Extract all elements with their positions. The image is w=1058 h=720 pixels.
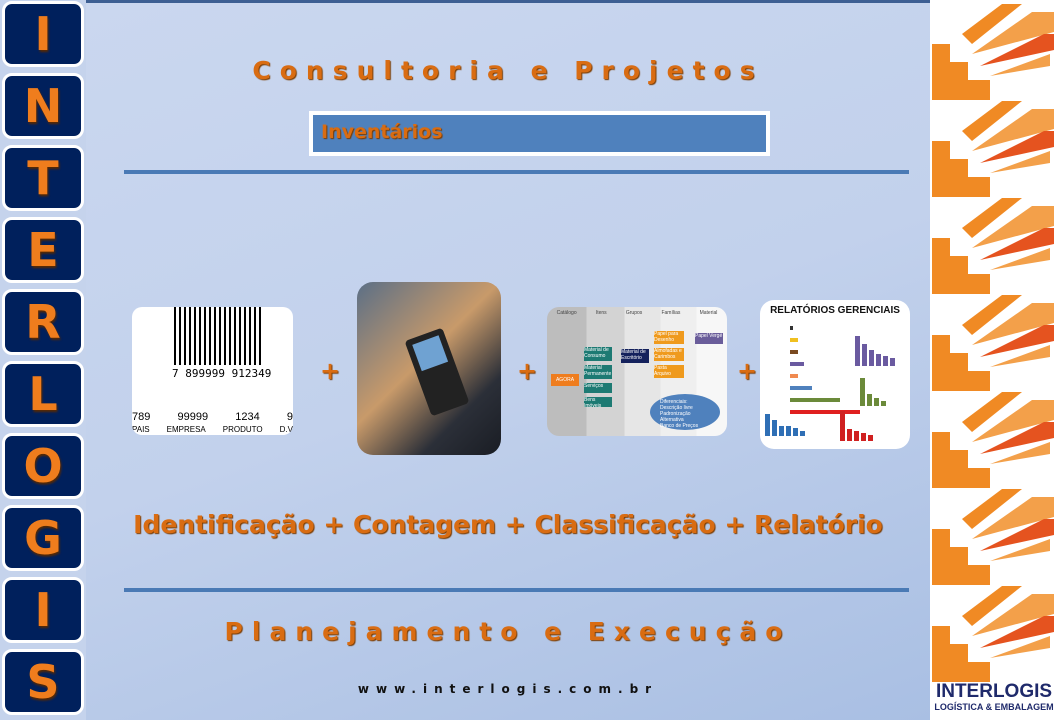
footer-subtitle: Planejamento e Execução [224, 617, 792, 646]
report-bar [869, 350, 874, 366]
node-group: Material de Escritório [621, 349, 649, 363]
letter-tile: E [2, 217, 84, 283]
report-bar [881, 401, 886, 406]
report-bar [790, 350, 798, 354]
interlogis-letter-column: I N T E R L O G I S [0, 0, 86, 720]
letter-tile: N [2, 73, 84, 139]
report-bar [861, 433, 866, 441]
node-family: Papel para Desenho [654, 331, 684, 344]
barcode-caption: PRODUTO [222, 425, 263, 434]
brand-tagline: LOGÍSTICA & EMBALAGEM [934, 702, 1054, 712]
node-item: Bens Imóveis [584, 397, 612, 409]
classification-diagram: Catálogo Itens Grupos Famílias Material AGOR… [547, 307, 727, 436]
column-header: Catálogo [556, 310, 577, 316]
brand-logo-text: INTERLOGIS LOGÍSTICA & EMBALAGEM [930, 681, 1058, 713]
column-header: Grupos [625, 310, 643, 316]
barcode-label: 789 [132, 411, 151, 423]
node-family: Almofadas e Carimbos [654, 348, 684, 361]
report-bar [800, 431, 805, 436]
handheld-scanner-icon [404, 327, 470, 417]
column-header: Material [699, 310, 718, 316]
barcode-image: 7 899999 912349 789 99999 1234 9 PAIS EMPRES… [132, 307, 293, 435]
barcode-caption: D.V [279, 425, 293, 434]
bubble-item: Banco de Preços [660, 423, 699, 429]
report-bar [883, 356, 888, 366]
speech-bubble: Diferenciais: Descrição livre Padronizaç… [650, 394, 720, 430]
report-bar [868, 435, 873, 441]
report-bar [890, 358, 895, 366]
report-bar [790, 398, 840, 402]
node-family: Pasta Arquivo [654, 365, 684, 378]
scanner-photo [357, 282, 501, 455]
barcode-label: 9 [286, 411, 293, 423]
bubble-title: Diferenciais: [660, 399, 688, 405]
letter-tile: O [2, 433, 84, 499]
node-item: Material Permanente [584, 365, 612, 379]
report-bar [790, 362, 804, 366]
stairs-logo-icon [932, 198, 1056, 294]
website-link[interactable]: www.interlogis.com.br [357, 682, 659, 696]
report-bar [790, 326, 793, 330]
report-bar [786, 426, 791, 436]
plus-sign: + [737, 357, 758, 385]
report-bar [847, 429, 852, 441]
report-bar [790, 374, 798, 378]
stairs-logo-icon [932, 489, 1056, 585]
stairs-logo-icon [932, 295, 1056, 391]
report-bar [765, 414, 770, 436]
barcode-caption: PAIS [132, 425, 150, 434]
report-bar [772, 420, 777, 436]
letter-tile: I [2, 1, 84, 67]
divider [124, 588, 909, 592]
report-bar [790, 386, 812, 390]
process-steps: Identificação + Contagem + Classificação… [133, 510, 883, 539]
letter-tile: R [2, 289, 84, 355]
column-header: Itens [595, 310, 607, 316]
reports-chart-thumbnail [765, 326, 895, 441]
node-item: Serviços [584, 383, 612, 393]
barcode-icon [174, 307, 261, 365]
barcode-caption: EMPRESA [166, 425, 206, 434]
barcode-digits: 7 899999 912349 [172, 367, 272, 380]
letter-tile: G [2, 505, 84, 571]
report-bar [779, 426, 784, 436]
section-label: Inventários [309, 111, 770, 156]
plus-sign: + [320, 357, 341, 385]
report-bar [790, 410, 860, 414]
stairs-logo-icon [932, 101, 1056, 197]
page-title: Consultoria e Projetos [252, 56, 764, 85]
divider [124, 170, 909, 174]
bubble-item: Descrição livre [660, 405, 693, 411]
stairs-logo-icon [932, 4, 1056, 100]
reports-image: RELATÓRIOS GERENCIAIS [760, 300, 910, 449]
report-bar [840, 411, 845, 441]
node-item: Material de Consumo [584, 347, 612, 361]
letter-tile: S [2, 649, 84, 715]
node-material: Papel Vergé [695, 333, 723, 344]
report-bar [854, 431, 859, 441]
barcode-label: 99999 [177, 411, 209, 423]
report-bar [793, 428, 798, 436]
bubble-item: Padronização Alternativa [660, 411, 691, 423]
column-header: Famílias [661, 310, 681, 316]
report-bar [790, 338, 798, 342]
report-bar [860, 378, 865, 406]
report-bar [855, 336, 860, 366]
barcode-label: 1234 [235, 411, 260, 423]
brand-name: INTERLOGIS [935, 681, 1053, 702]
letter-tile: L [2, 361, 84, 427]
plus-sign: + [517, 357, 538, 385]
letter-tile: T [2, 145, 84, 211]
logo-column [930, 0, 1058, 720]
report-bar [876, 354, 881, 366]
report-bar [874, 398, 879, 406]
letter-tile: I [2, 577, 84, 643]
report-bar [862, 344, 867, 366]
stairs-logo-icon [932, 586, 1056, 682]
reports-title: RELATÓRIOS GERENCIAIS [770, 305, 900, 316]
node-root: AGORA [551, 374, 579, 386]
report-bar [867, 394, 872, 406]
stairs-logo-icon [932, 392, 1056, 488]
